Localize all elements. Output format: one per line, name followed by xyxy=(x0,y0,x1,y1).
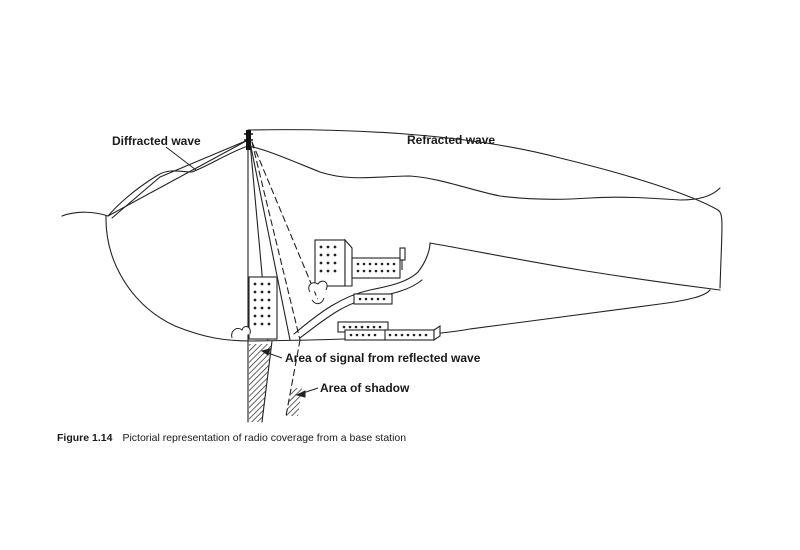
shadow-area-label: Area of shadow xyxy=(320,381,410,395)
shadow-label-arrow xyxy=(295,390,306,398)
reflected-label-arrow xyxy=(260,348,271,356)
tall-building-center xyxy=(314,238,353,287)
diffracted-ray-2 xyxy=(111,139,249,219)
back-hill-ridge xyxy=(61,145,249,217)
long-building-front-2 xyxy=(383,324,441,342)
right-ridge xyxy=(247,145,721,201)
reflected-ray-2 xyxy=(249,141,291,341)
shadow-ray-3 xyxy=(285,339,301,417)
refracted-wave-label: Refracted wave xyxy=(407,133,495,147)
shadow-ray-2 xyxy=(251,141,301,341)
diffracted-ray-1 xyxy=(107,139,249,217)
reflected-area-label: Area of signal from reflected wave xyxy=(285,351,481,365)
valley-road-upper xyxy=(293,242,431,335)
shrubs xyxy=(231,280,328,339)
right-hill xyxy=(429,242,721,291)
refracted-wave-arc xyxy=(247,129,723,289)
base-station-tower xyxy=(244,130,253,150)
figure-number: Figure 1.14 xyxy=(57,432,113,444)
mid-building xyxy=(353,293,393,305)
figure-caption: Figure 1.14 Pictorial representation of r… xyxy=(57,432,406,444)
small-building-front xyxy=(344,329,386,341)
figure-caption-text: Pictorial representation of radio covera… xyxy=(122,432,407,444)
low-building-back xyxy=(351,247,406,279)
shadow-ray-1 xyxy=(251,141,319,301)
diffracted-wave-label: Diffracted wave xyxy=(112,134,201,148)
coverage-bowl xyxy=(105,215,253,342)
lower-terrain xyxy=(249,289,711,342)
tall-building-left xyxy=(248,276,278,340)
reflected-signal-area-hatch xyxy=(249,344,272,422)
diffracted-label-leader xyxy=(165,146,197,171)
